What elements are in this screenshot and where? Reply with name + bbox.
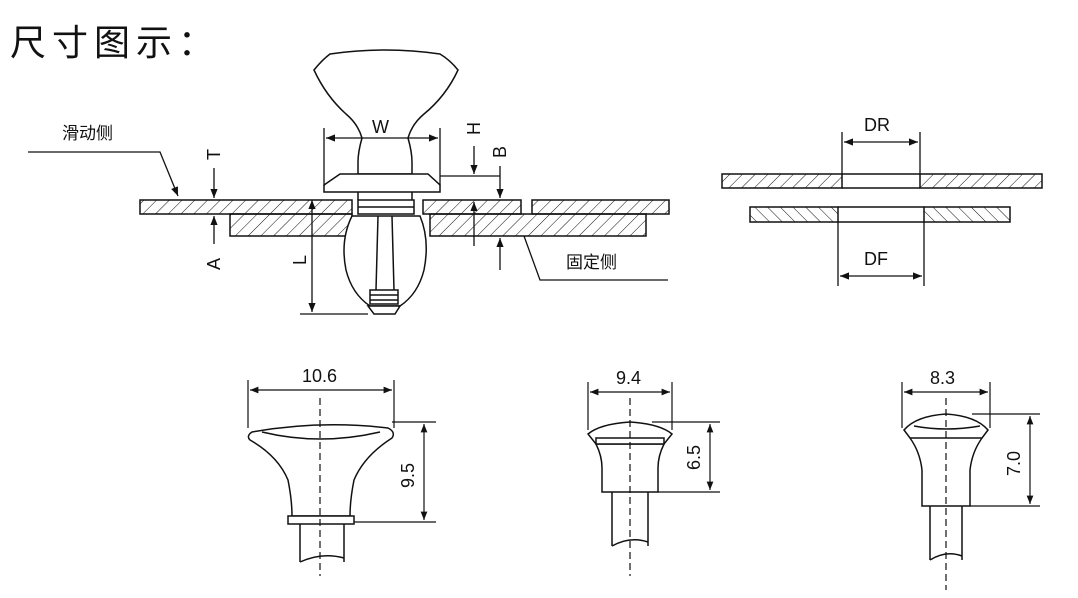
variant-2-width-label: 9.4 (616, 368, 641, 388)
variant-1-knob (247, 424, 395, 563)
knob-flange (323, 173, 441, 193)
variant-1-height-label: 9.5 (398, 463, 418, 488)
knob-head (313, 49, 459, 175)
assembly-section (139, 49, 670, 315)
fixed-plate-right (429, 213, 647, 237)
df-label: DF (864, 249, 888, 269)
assembly-labels: 滑动侧 固定侧 W T A L H B (62, 117, 617, 273)
variant-3-height-label: 7.0 (1004, 451, 1024, 476)
variant-2-dimensions (587, 382, 720, 576)
page-title: 尺寸图示： (10, 22, 221, 63)
variant-3-width-label: 8.3 (930, 368, 955, 388)
sliding-side-label: 滑动侧 (62, 124, 113, 144)
hole-detail (721, 173, 1043, 223)
l-label: L (290, 255, 310, 265)
assembly-dimensions (28, 128, 668, 315)
t-label: T (204, 149, 224, 160)
sliding-plate-right (531, 199, 670, 215)
df-plate-left (749, 206, 839, 223)
variant-2-knob (586, 421, 674, 547)
h-label: H (464, 122, 484, 135)
variant-2-height-label: 6.5 (684, 445, 704, 470)
sliding-plate-middle (422, 199, 522, 215)
variant-1-dimensions (247, 380, 436, 576)
sliding-plate-left (139, 199, 353, 215)
a-label: A (204, 258, 224, 270)
dr-plate-right (919, 173, 1043, 189)
b-label: B (490, 146, 510, 158)
fixed-side-label: 固定侧 (566, 253, 617, 273)
hole-dimensions (837, 132, 925, 286)
w-label: W (372, 117, 389, 137)
df-plate-right (923, 206, 1011, 223)
snap-tip (369, 289, 399, 305)
variant-3-dimensions (901, 382, 1040, 590)
dr-plate-left (721, 173, 843, 189)
dr-label: DR (864, 115, 890, 135)
variant-1-width-label: 10.6 (302, 366, 337, 386)
fixed-plate-left (229, 213, 353, 237)
